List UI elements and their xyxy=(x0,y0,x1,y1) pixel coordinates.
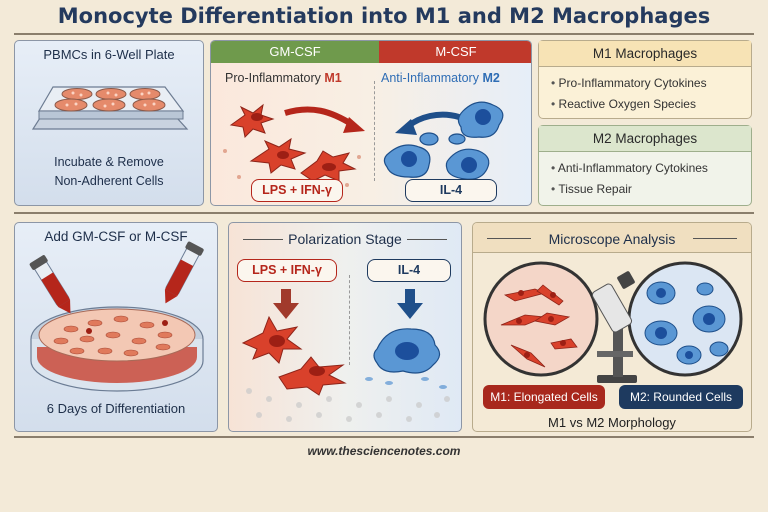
petri-dish-illustration xyxy=(29,241,204,392)
microscope-title: Microscope Analysis xyxy=(548,231,676,247)
polarization-panel: Polarization Stage LPS + IFN-γ IL-4 xyxy=(228,222,462,432)
footer-url: www.thesciencenotes.com xyxy=(307,444,461,458)
pro-inflammatory-label: Pro-Inflammatory M1 xyxy=(225,71,342,85)
m1-item: Reactive Oxygen Species xyxy=(551,94,739,115)
m2-box-title: M2 Macrophages xyxy=(539,126,751,152)
page-title: Monocyte Differentiation into M1 and M2 … xyxy=(57,4,711,28)
six-well-plate-illustration xyxy=(31,86,189,130)
pbmc-panel: PBMCs in 6-Well Plate Incubate & Remove … xyxy=(14,40,204,206)
polarization-lps-pill: LPS + IFN-γ xyxy=(237,259,337,282)
anti-inflammatory-label: Anti-Inflammatory M2 xyxy=(381,71,500,85)
dashed-divider xyxy=(374,81,375,181)
m-csf-header: M-CSF xyxy=(379,41,531,63)
gm-csf-header: GM-CSF xyxy=(211,41,379,63)
m1-badge: M1: Elongated Cells xyxy=(483,385,605,409)
growth-factor-panel: GM-CSF M-CSF Pro-Inflammatory M1 Anti-In… xyxy=(210,40,532,206)
polarization-il4-pill: IL-4 xyxy=(367,259,451,282)
m1-item: Pro-Inflammatory Cytokines xyxy=(551,73,739,94)
pbmc-panel-title: PBMCs in 6-Well Plate xyxy=(43,47,175,62)
morphology-caption: M1 vs M2 Morphology xyxy=(548,415,676,430)
microscope-icon xyxy=(591,271,637,383)
add-factor-title: Add GM-CSF or M-CSF xyxy=(44,229,188,244)
row-divider xyxy=(14,212,754,214)
title-rule-left xyxy=(243,239,283,240)
polarization-title: Polarization Stage xyxy=(288,231,402,247)
growth-cells-illustration xyxy=(223,101,504,187)
pbmc-caption-line-2: Non-Adherent Cells xyxy=(54,174,164,188)
mic-title-rule-left xyxy=(487,238,531,239)
add-factor-caption: 6 Days of Differentiation xyxy=(46,401,186,416)
footer-divider xyxy=(14,436,754,438)
title-rule-right xyxy=(407,239,447,240)
m2-badge: M2: Rounded Cells xyxy=(619,385,743,409)
mic-title-rule-right xyxy=(693,238,737,239)
m1-box-title: M1 Macrophages xyxy=(539,41,751,67)
il4-pill: IL-4 xyxy=(405,179,497,202)
microscope-illustration xyxy=(483,261,743,383)
m2-item: Tissue Repair xyxy=(551,179,739,200)
add-factor-panel: Add GM-CSF or M-CSF 6 Days of Differenti… xyxy=(14,222,218,432)
microscope-panel: Microscope Analysis M1: Elongated Cells … xyxy=(472,222,752,432)
polarization-divider xyxy=(349,275,350,365)
m2-macrophages-box: M2 Macrophages Anti-Inflammatory Cytokin… xyxy=(538,125,752,206)
pbmc-caption-line-1: Incubate & Remove xyxy=(54,155,164,169)
polarization-cells-illustration xyxy=(241,289,450,422)
m1-macrophages-box: M1 Macrophages Pro-Inflammatory Cytokine… xyxy=(538,40,752,119)
lps-ifn-pill: LPS + IFN-γ xyxy=(251,179,343,202)
title-divider xyxy=(14,33,754,35)
m2-item: Anti-Inflammatory Cytokines xyxy=(551,158,739,179)
